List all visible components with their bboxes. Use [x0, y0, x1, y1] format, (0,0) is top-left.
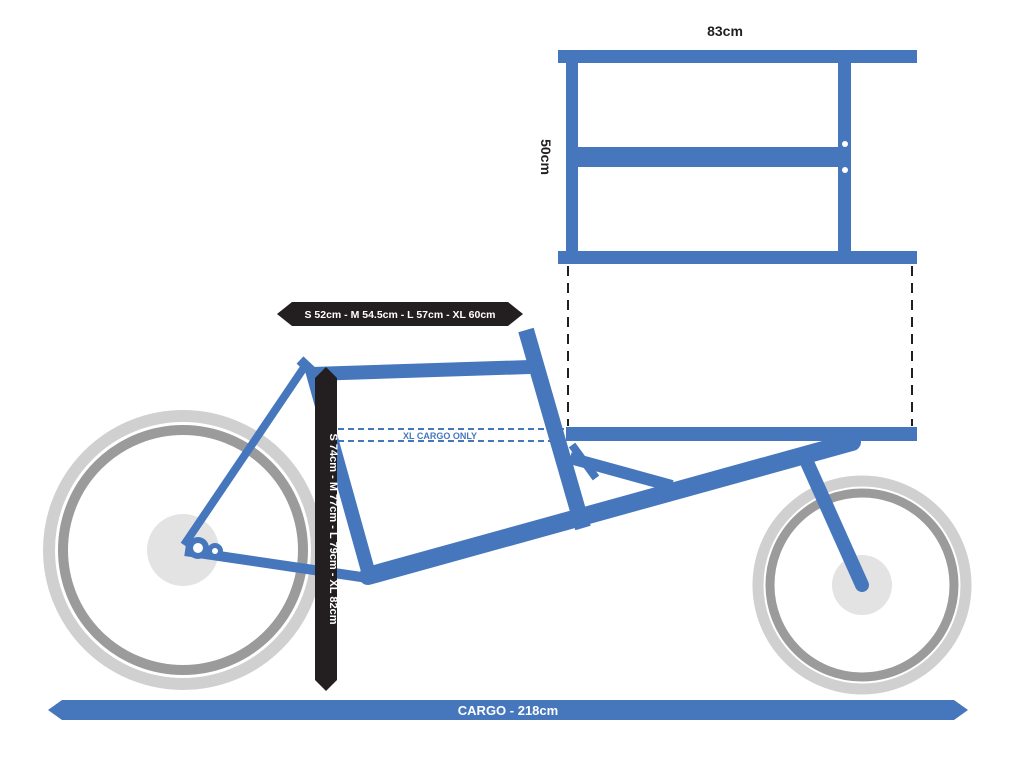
rear-hub	[147, 514, 219, 586]
top-tube-length-label: S 52cm - M 54.5cm - L 57cm - XL 60cm	[304, 309, 495, 321]
box-width-label: 83cm	[707, 23, 743, 39]
rear-wheel	[43, 410, 323, 690]
front-wheel	[752, 475, 972, 695]
cargo-box	[558, 50, 917, 264]
cargo-platform	[566, 427, 917, 441]
seat-tube-height-label: S 74cm - M 77cm - L 79cm - XL 82cm	[327, 434, 339, 625]
overall-length-badge: CARGO - 218cm	[48, 700, 968, 720]
xl-cargo-guide	[338, 428, 566, 442]
xl-cargo-label: XL CARGO ONLY	[403, 431, 477, 441]
top-tube-length-badge: S 52cm - M 54.5cm - L 57cm - XL 60cm	[277, 302, 523, 326]
box-height-label: 50cm	[538, 139, 554, 175]
box-projection-lines	[567, 266, 913, 426]
seat-tube-height-badge: S 74cm - M 77cm - L 79cm - XL 82cm	[315, 367, 339, 691]
bike-frame	[180, 327, 917, 592]
overall-length-label: CARGO - 218cm	[458, 703, 558, 718]
